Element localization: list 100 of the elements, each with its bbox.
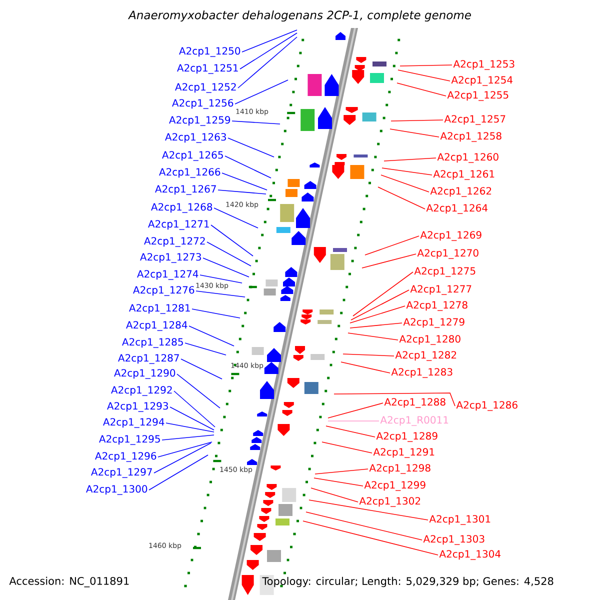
gene-label: A2cp1_1252 — [175, 83, 236, 93]
leader-line — [154, 442, 212, 474]
gene-label: A2cp1_1271 — [148, 220, 209, 230]
gene-label: A2cp1_1278 — [406, 301, 468, 311]
leader-line — [350, 306, 406, 324]
leader-line — [398, 70, 450, 82]
leader-line — [322, 442, 372, 454]
title: Anaeromyxobacter dehalogenans 2CP-1, complete genome — [127, 8, 473, 24]
leader-line — [228, 138, 274, 158]
gene-label: A2cp1_1290 — [114, 369, 176, 379]
gene-label: A2cp1_1299 — [364, 481, 426, 491]
leader-line — [396, 82, 446, 96]
leader-line — [328, 420, 380, 422]
leader-line — [180, 358, 222, 380]
gene-label: A2cp1_1289 — [376, 432, 438, 442]
leader-line — [342, 354, 394, 356]
gene-label: A2cp1_1283 — [391, 368, 452, 378]
leader-line — [326, 426, 376, 438]
leader-line — [210, 224, 254, 256]
gene-label: A2cp1_1258 — [440, 132, 502, 142]
gene-label: A2cp1_1263 — [165, 133, 226, 143]
gene-label: A2cp1_1279 — [403, 318, 464, 328]
gene-label: A2cp1_1275 — [414, 267, 476, 277]
gene-label: A2cp1_1272 — [144, 237, 205, 247]
gene-label: A2cp1_1300 — [86, 485, 148, 495]
leader-line — [310, 488, 358, 502]
leader-line — [222, 172, 268, 190]
leader-line — [362, 254, 416, 268]
leader-line — [350, 322, 402, 328]
leader-line — [162, 434, 214, 440]
leader-line — [176, 374, 220, 408]
leader-line — [328, 402, 384, 418]
gene-label: A2cp1_1265 — [162, 151, 223, 161]
leader-line — [348, 332, 398, 340]
leader-line — [224, 156, 272, 178]
leader-line — [218, 190, 266, 194]
leader-line — [192, 308, 240, 318]
gene-label: A2cp1_1282 — [395, 351, 456, 361]
gene-label: A2cp1_1261 — [433, 170, 494, 180]
leader-line — [234, 80, 288, 104]
leader-line — [202, 258, 250, 278]
gene-label: A2cp1_1277 — [410, 285, 472, 295]
leader-line — [352, 272, 414, 316]
gene-label: A2cp1_1304 — [439, 550, 500, 560]
gene-label: A2cp1_1284 — [126, 321, 188, 331]
leader-line — [308, 500, 428, 520]
gene-label: A2cp1_1286 — [456, 401, 518, 411]
gene-label: A2cp1_1302 — [359, 497, 420, 507]
gene-label: A2cp1_1288 — [384, 398, 446, 408]
leader-line — [306, 512, 422, 540]
leader-line — [302, 520, 438, 556]
gene-label: A2cp1_1270 — [417, 249, 478, 259]
leader-line — [240, 32, 298, 70]
leader-line — [334, 392, 456, 406]
leader-line — [384, 158, 436, 162]
leader-line — [166, 422, 214, 432]
leader-line — [196, 290, 246, 298]
gene-label: A2cp1_R0011 — [380, 416, 448, 426]
gene-label: A2cp1_1301 — [429, 515, 490, 525]
leader-line — [390, 120, 444, 122]
leader-line — [364, 236, 420, 256]
leader-line — [214, 208, 258, 228]
gene-label: A2cp1_1256 — [172, 99, 234, 109]
gene-label: A2cp1_1294 — [103, 418, 164, 428]
gene-label: A2cp1_1287 — [118, 354, 179, 364]
leader-line — [382, 168, 432, 176]
leader-line — [158, 442, 212, 458]
gene-label: A2cp1_1293 — [107, 402, 168, 412]
gene-label: A2cp1_1296 — [95, 452, 156, 462]
leader-line — [188, 326, 234, 346]
info-text: Accession: NC_011891 — [9, 576, 129, 588]
gene-label: A2cp1_1269 — [420, 231, 482, 241]
gene-label: A2cp1_1255 — [447, 91, 508, 101]
gene-label: A2cp1_1281 — [129, 304, 190, 314]
info-text: Topology: circular; Length: 5,029,329 bp; Genes: 4,528 — [262, 576, 554, 588]
leader-line — [170, 406, 214, 430]
gene-label: A2cp1_1285 — [122, 338, 183, 348]
gene-label: A2cp1_1251 — [177, 64, 238, 74]
leader-line — [174, 390, 216, 428]
gene-label: A2cp1_1273 — [140, 253, 201, 263]
gene-label: A2cp1_1298 — [369, 464, 430, 474]
leader-line — [184, 342, 226, 356]
gene-label: A2cp1_1260 — [437, 153, 498, 163]
gene-label: A2cp1_1297 — [91, 468, 152, 478]
gene-label: A2cp1_1266 — [159, 168, 220, 178]
gene-label: A2cp1_1262 — [430, 187, 492, 197]
leader-line — [314, 478, 364, 486]
gene-label: A2cp1_1257 — [444, 115, 506, 125]
gene-label: A2cp1_1274 — [137, 270, 198, 280]
gene-label: A2cp1_1268 — [151, 203, 212, 213]
leader-line — [238, 36, 298, 88]
gene-label: A2cp1_1280 — [399, 335, 460, 345]
gene-label: A2cp1_1250 — [179, 47, 240, 57]
leader-line — [350, 290, 410, 320]
leader-line — [148, 454, 208, 490]
leader-line — [200, 274, 242, 284]
leader-line — [242, 30, 298, 52]
gene-label: A2cp1_1264 — [426, 204, 488, 214]
leader-line — [390, 128, 440, 138]
leader-line — [206, 242, 252, 266]
